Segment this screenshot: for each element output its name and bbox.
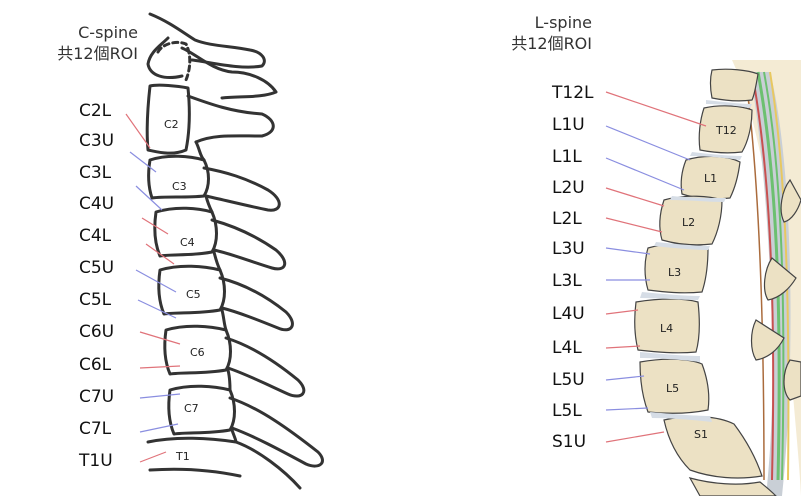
lspine-roi-label: T12L <box>552 83 594 103</box>
lspine-vertebra-label: L5 <box>666 382 679 395</box>
cspine-roi-label: C5U <box>79 258 114 278</box>
cspine-vertebra-label: C2 <box>164 118 179 131</box>
arrow-t1u <box>140 452 166 462</box>
arrow-s1u <box>606 432 664 442</box>
arrow-l5l <box>606 408 648 410</box>
lspine-roi-label: L3L <box>552 271 582 291</box>
arrow-l2u <box>606 188 664 206</box>
lspine-vertebra-label: L3 <box>668 266 681 279</box>
cspine-vertebra-label: T1 <box>175 450 190 463</box>
arrow-l4l <box>606 346 640 348</box>
arrow-c6l <box>140 366 180 368</box>
lspine-roi-label: L4U <box>552 304 585 324</box>
arrow-c5l <box>138 300 176 318</box>
arrow-l2l <box>606 218 662 232</box>
cspine-vertebra-label: C7 <box>184 402 199 415</box>
cspine-vertebra-label: C5 <box>186 288 201 301</box>
lspine-roi-label: L1U <box>552 115 585 135</box>
cspine-roi-label: C7L <box>79 419 111 439</box>
arrow-l1l <box>606 158 684 190</box>
lspine-vertebra-label: L4 <box>660 322 673 335</box>
arrow-c7u <box>140 394 180 398</box>
lspine-roi-label: L2L <box>552 209 582 229</box>
lspine-vertebra-label: L2 <box>682 216 695 229</box>
arrow-c5u <box>136 270 176 292</box>
arrow-l3u <box>606 248 650 254</box>
lspine-vertebra-label: L1 <box>704 172 717 185</box>
arrow-l4u <box>606 310 638 314</box>
arrow-l1u <box>606 126 690 160</box>
lspine-roi-label: L5U <box>552 370 585 390</box>
arrow-c3u <box>130 152 156 172</box>
cspine-roi-label: C3U <box>79 131 114 151</box>
cspine-roi-label: C2L <box>79 101 111 121</box>
cspine-roi-label: C5L <box>79 290 111 310</box>
cspine-arrows <box>126 114 180 462</box>
cspine-roi-label: C4L <box>79 226 111 246</box>
cspine-roi-label: C7U <box>79 387 114 407</box>
arrow-t12l <box>606 92 706 126</box>
cspine-roi-label: C3L <box>79 163 111 183</box>
arrow-c6u <box>140 332 180 344</box>
cspine-drawing <box>147 14 322 488</box>
lspine-vertebra-label: S1 <box>694 428 708 441</box>
cspine-roi-label: C4U <box>79 194 114 214</box>
lspine-roi-label: S1U <box>552 432 586 452</box>
cspine-vertebra-label: C3 <box>172 180 187 193</box>
lspine-roi-label: L3U <box>552 239 585 259</box>
lspine-roi-label: L2U <box>552 178 585 198</box>
cspine-vertebra-label: C6 <box>190 346 205 359</box>
lspine-vertebra-label: T12 <box>715 124 737 137</box>
lspine-roi-label: L4L <box>552 338 582 358</box>
cspine-roi-label: C6L <box>79 355 111 375</box>
cspine-vertebra-label: C4 <box>180 236 195 249</box>
lspine-roi-label: L5L <box>552 401 582 421</box>
cspine-roi-label: T1U <box>79 451 113 471</box>
arrow-l5u <box>606 376 644 380</box>
lspine-roi-label: L1L <box>552 147 582 167</box>
cspine-roi-label: C6U <box>79 322 114 342</box>
